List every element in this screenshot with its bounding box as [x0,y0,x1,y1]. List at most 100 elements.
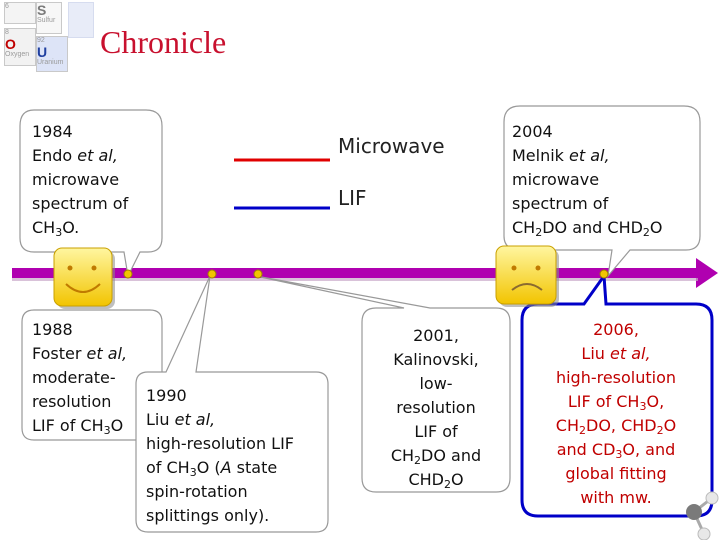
formula-part: O ( [196,458,221,477]
entry-line: with mw. [580,488,652,507]
entry-line: microwave [512,170,600,189]
legend-microwave-label: Microwave [338,134,445,158]
formula-sub: 3 [615,448,623,461]
author-name: Foster [32,344,87,363]
formula-part: DO, CHD [586,416,657,435]
formula-part: O, and [622,440,676,459]
page-title: Chronicle [100,24,227,60]
entry-2004-text: 2004 Melnik et al, microwave spectrum of… [512,120,663,240]
element-name: Oxygen [5,51,30,58]
entry-line: moderate- [32,368,116,387]
et-al: et al, [569,146,610,165]
entry-1990-text: 1990 Liu et al, high-resolution LIF of C… [146,384,301,528]
formula-sub: 3 [55,226,63,239]
element-tile: 6 [4,2,36,24]
entry-formula: CH2DO, CHD2O [526,414,706,438]
element-symbol: U [37,44,48,60]
element-symbol: S [37,2,47,18]
entry-line: low- [419,374,453,393]
et-al: et al, [174,410,216,429]
formula-part: O. [62,218,80,237]
author-name: Liu [146,410,175,429]
element-number: 6 [5,3,9,10]
formula-sub: 2 [443,478,451,491]
formula-sub: 3 [103,424,111,437]
formula-part: and CD [556,440,616,459]
entry-author: Kalinovski, [393,350,479,369]
element-number: 8 [5,29,9,36]
formula-part: DO and CHD [542,218,643,237]
formula-part: DO and [421,446,482,465]
formula-sub: 2 [579,424,586,437]
formula-sub: 2 [414,454,422,467]
formula-part: O [663,416,677,435]
entry-author: Liu et al, [526,342,706,366]
timeline-arrow [12,258,718,288]
happy-face-icon [53,247,115,309]
entry-line: high-resolution LIF [146,434,295,453]
state-label: A [220,458,232,477]
formula-part: O [649,218,663,237]
formula-part: CH [390,446,415,465]
sad-face-icon [495,245,559,307]
entry-year: 2004 [512,122,553,141]
element-name: Uranium [37,59,64,66]
et-al: et al, [86,344,128,363]
entry-line: resolution [396,398,476,417]
entry-year: 1988 [32,320,73,339]
timeline-bar [12,268,698,278]
formula-part: LIF of CH [32,416,104,435]
timeline-marker-2006 [599,269,609,279]
entry-formula: LIF of CH3O, [526,390,706,414]
legend-lif-label: LIF [338,186,367,210]
element-tile: 92 U Uranium [36,36,68,72]
entry-2006-text: 2006, Liu et al, high-resolution LIF of … [526,318,706,510]
entry-formula: of CH3O (A state [146,456,294,480]
entry-year: 1984 [32,122,73,141]
element-tile-blank [68,2,94,38]
entry-formula: CH2DO and [366,444,506,468]
entry-formula: CH3O. [32,216,128,240]
formula-part: O [450,470,464,489]
formula-sub: 3 [639,400,647,413]
entry-line: microwave [32,170,120,189]
molecule-icon [686,491,719,540]
entry-line: spectrum of [512,194,609,213]
element-name: Sulfur [37,17,56,24]
formula-sub: 2 [535,226,543,239]
formula-part: LIF of CH [567,392,640,411]
element-number: 92 [37,37,45,44]
periodic-table-decoration: 6 S Sulfur 8 O Oxygen 92 U Uranium [0,0,100,72]
formula-part: of CH [146,458,190,477]
entry-line: global fitting [565,464,667,483]
formula-sub: 3 [189,466,197,479]
entry-formula: and CD3O, and [526,438,706,462]
formula-sub: 2 [656,424,664,437]
entry-formula: CH2DO and CHD2O [512,216,663,240]
formula-part: CH [32,218,56,237]
element-tile: 8 O Oxygen [4,28,36,66]
entry-2001-text: 2001, Kalinovski, low- resolution LIF of… [366,324,506,492]
entry-author: Liu et al, [146,408,294,432]
timeline-marker-1984 [123,269,133,279]
bubble-1984 [19,109,163,278]
bubble-2004 [503,105,701,279]
bubble-2001 [255,275,511,493]
author-name: Endo [32,146,78,165]
formula-sub: 2 [642,226,650,239]
formula-part: O [110,416,124,435]
entry-year: 2001, [413,326,459,345]
formula-part: O, [646,392,665,411]
entry-line: resolution [32,392,112,411]
entry-line: spin-rotation [146,482,248,501]
entry-year: 2006, [593,320,639,339]
element-tile: S Sulfur [36,2,62,34]
formula-part: state [231,458,278,477]
entry-line: splittings only). [146,506,270,525]
formula-part: CHD [408,470,444,489]
entry-1988-text: 1988 Foster et al, moderate- resolution … [32,318,127,438]
formula-part: CH [512,218,536,237]
element-symbol: O [5,36,16,52]
timeline-marker-2001 [253,269,263,279]
author-name: Liu [581,344,611,363]
